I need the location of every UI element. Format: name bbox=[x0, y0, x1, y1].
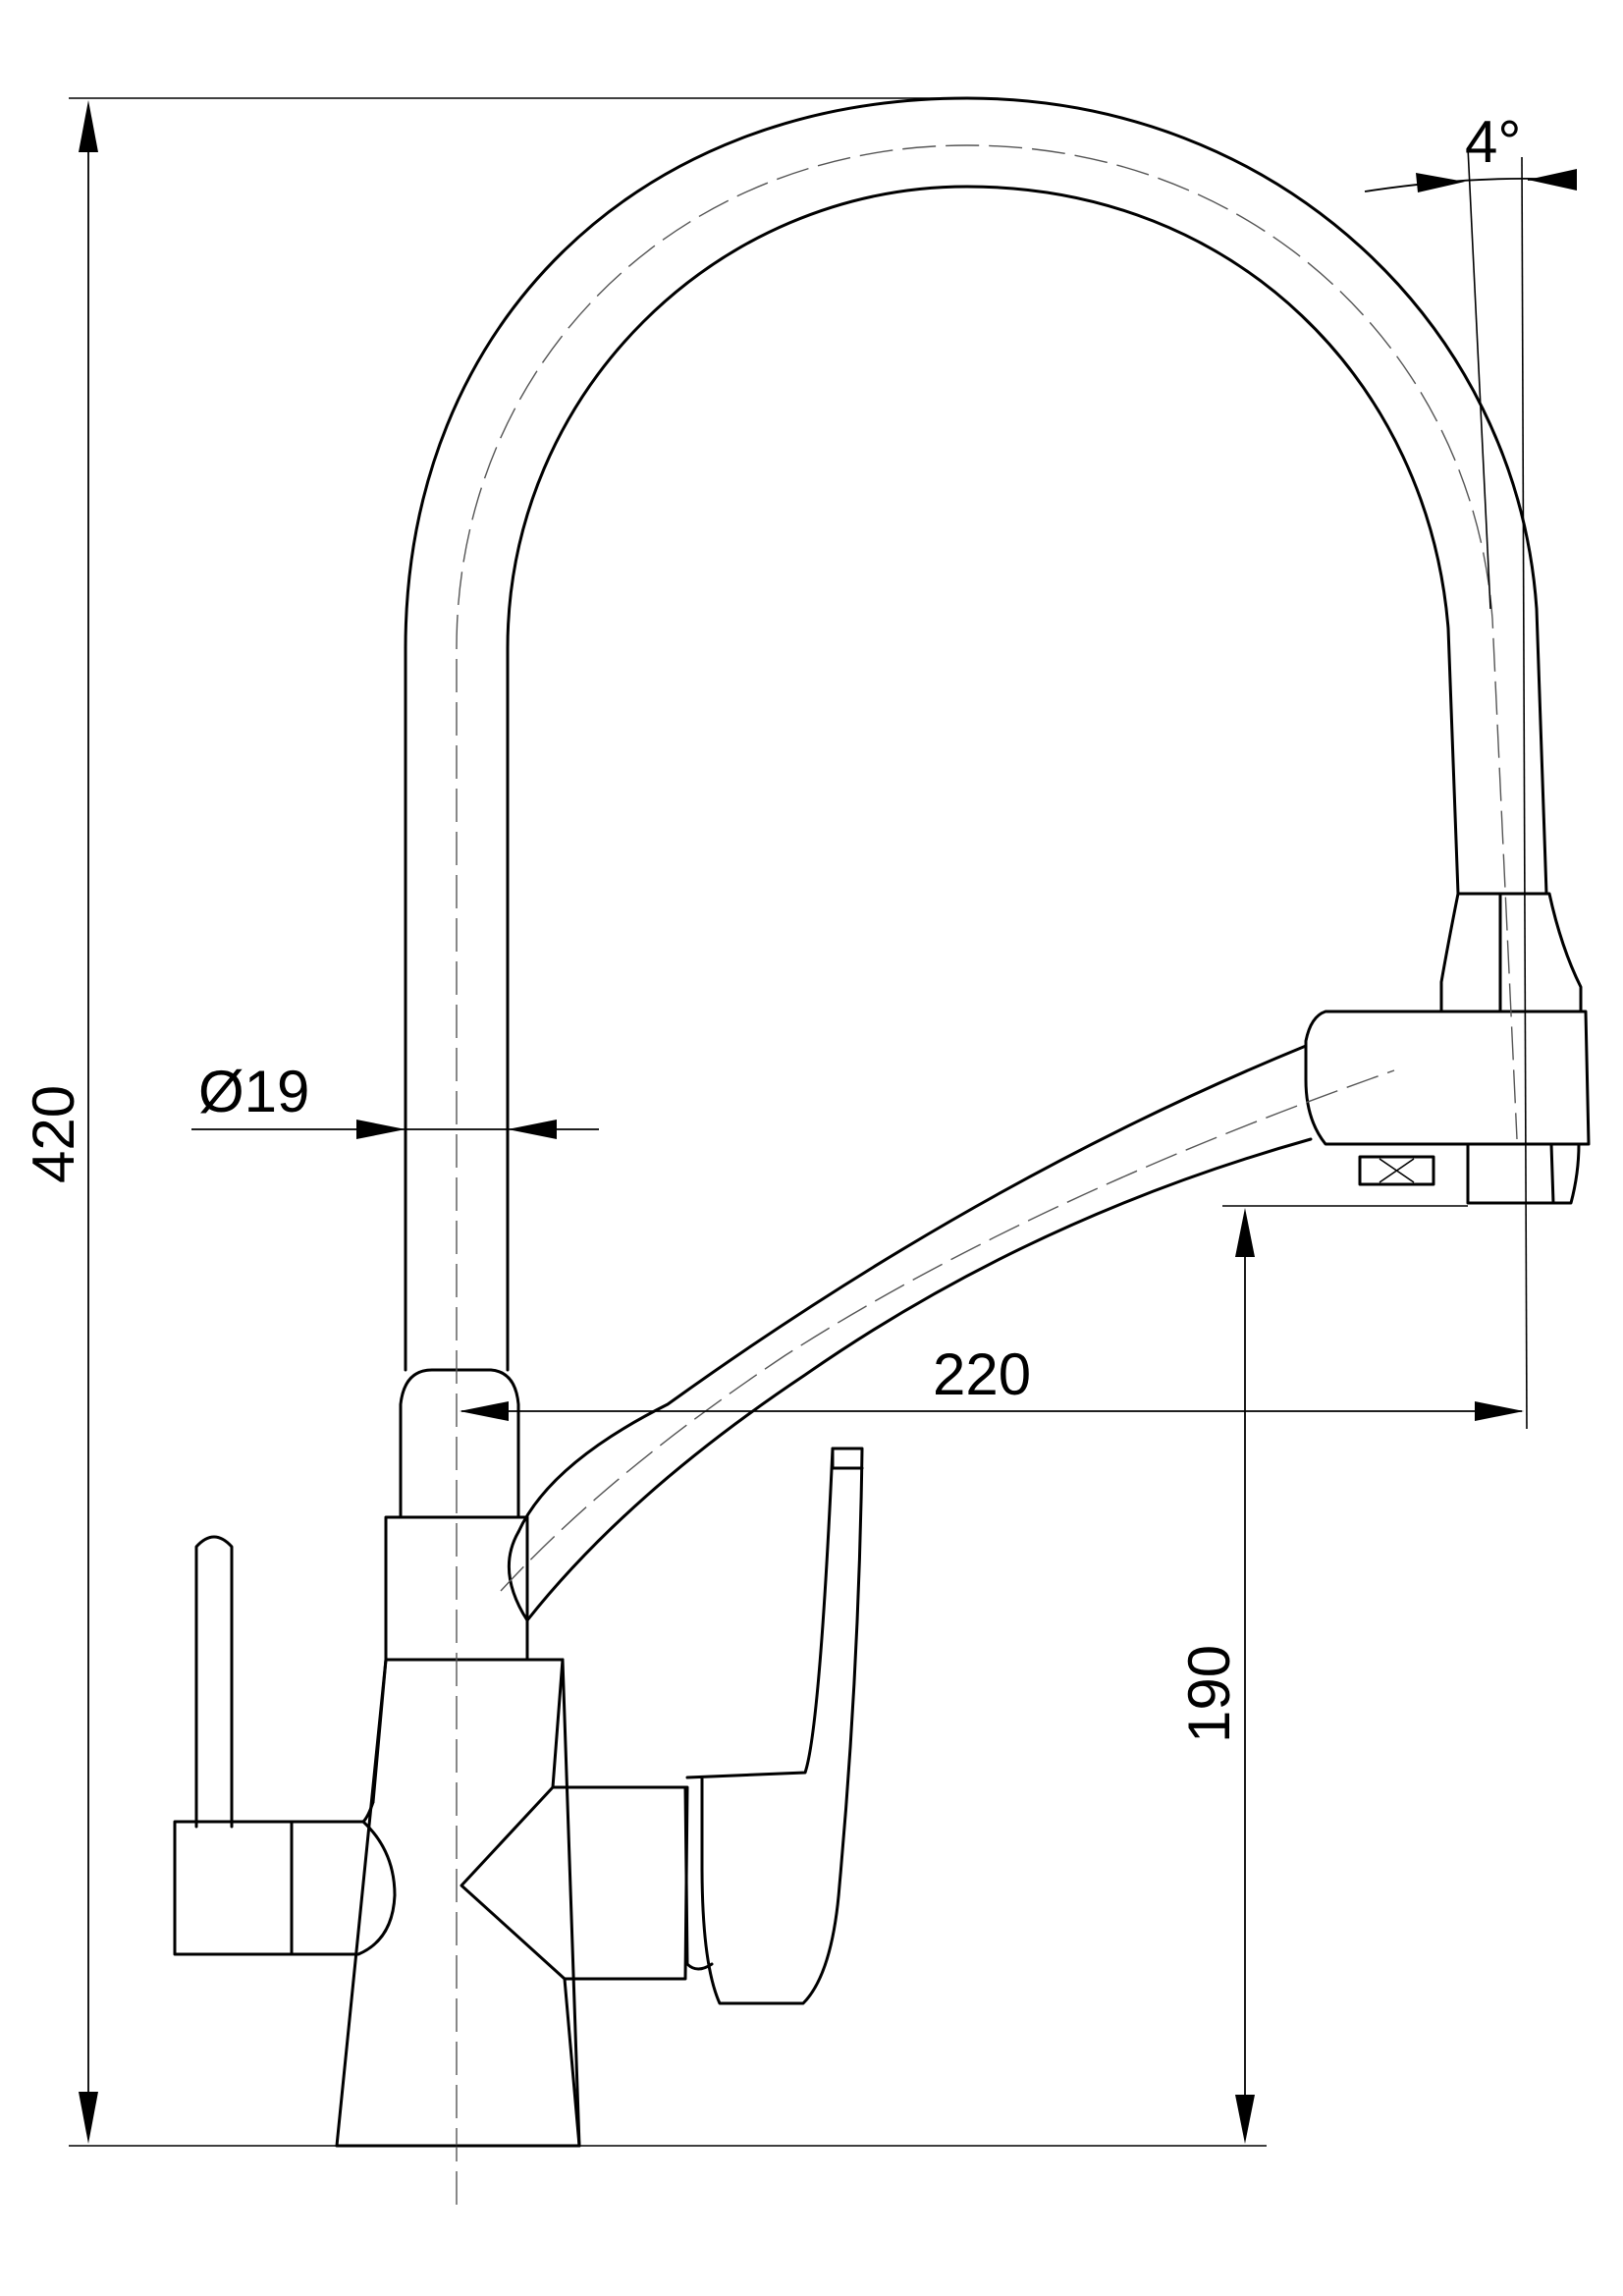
filter-spout-root bbox=[507, 1530, 529, 1622]
body-left-lower bbox=[361, 1800, 375, 1824]
arrow-diameter-left bbox=[356, 1120, 406, 1139]
spray-head-housing bbox=[1304, 1010, 1591, 1146]
arrow-reach-right bbox=[1475, 1401, 1524, 1421]
arrow-spout-height-top bbox=[1235, 1208, 1255, 1257]
arrow-angle-left bbox=[1416, 173, 1465, 192]
mixer-lever-handle bbox=[685, 1447, 864, 2005]
base-body bbox=[335, 1658, 581, 2148]
arrow-diameter-right bbox=[508, 1120, 557, 1139]
spray-head-sleeve bbox=[1439, 892, 1583, 1013]
body-right-lower bbox=[563, 1977, 581, 2148]
ext-line-angle bbox=[1467, 146, 1491, 610]
filter-spout-upper bbox=[516, 1044, 1308, 1534]
arrow-reach-left bbox=[460, 1401, 509, 1421]
centerline-filter-spout bbox=[500, 1069, 1395, 1592]
dim-height-total-label: 420 bbox=[21, 1085, 86, 1183]
arrow-spout-height-bottom bbox=[1235, 2095, 1255, 2144]
dim-angle-label: 4° bbox=[1465, 109, 1521, 175]
upper-body bbox=[371, 1658, 565, 1804]
nozzle-seam bbox=[1549, 1142, 1555, 1205]
gooseneck-inner bbox=[506, 185, 1460, 896]
filter-lever-handle bbox=[194, 1535, 234, 1829]
faucet-outline bbox=[173, 96, 1591, 2148]
arrow-height-bottom bbox=[79, 2092, 98, 2144]
dim-reach-label: 220 bbox=[933, 1341, 1031, 1407]
arrow-height-top bbox=[79, 100, 98, 152]
gooseneck-outer bbox=[404, 96, 1548, 896]
mixer-lever-body bbox=[460, 1785, 689, 1981]
dim-spout-height-label: 190 bbox=[1176, 1645, 1242, 1743]
mixer-lever-tip bbox=[831, 1447, 864, 1470]
mixer-lever-join bbox=[683, 1785, 714, 1971]
ext-line-spout-center bbox=[1521, 156, 1528, 1430]
dimensions: 420 Ø19 220 190 4° bbox=[21, 97, 1577, 2147]
dim-arc-angle-right bbox=[1527, 178, 1577, 183]
dim-diameter-label: Ø19 bbox=[198, 1059, 309, 1124]
filter-valve-body bbox=[173, 1820, 397, 1956]
filter-button-cross bbox=[1379, 1158, 1415, 1183]
centerline-gooseneck bbox=[456, 144, 1518, 1140]
filter-button bbox=[1358, 1155, 1435, 1186]
filter-spout-lower bbox=[525, 1137, 1313, 1622]
center-lines bbox=[456, 144, 1518, 2205]
spray-nozzle bbox=[1466, 1142, 1581, 1205]
neck bbox=[399, 1368, 520, 1519]
